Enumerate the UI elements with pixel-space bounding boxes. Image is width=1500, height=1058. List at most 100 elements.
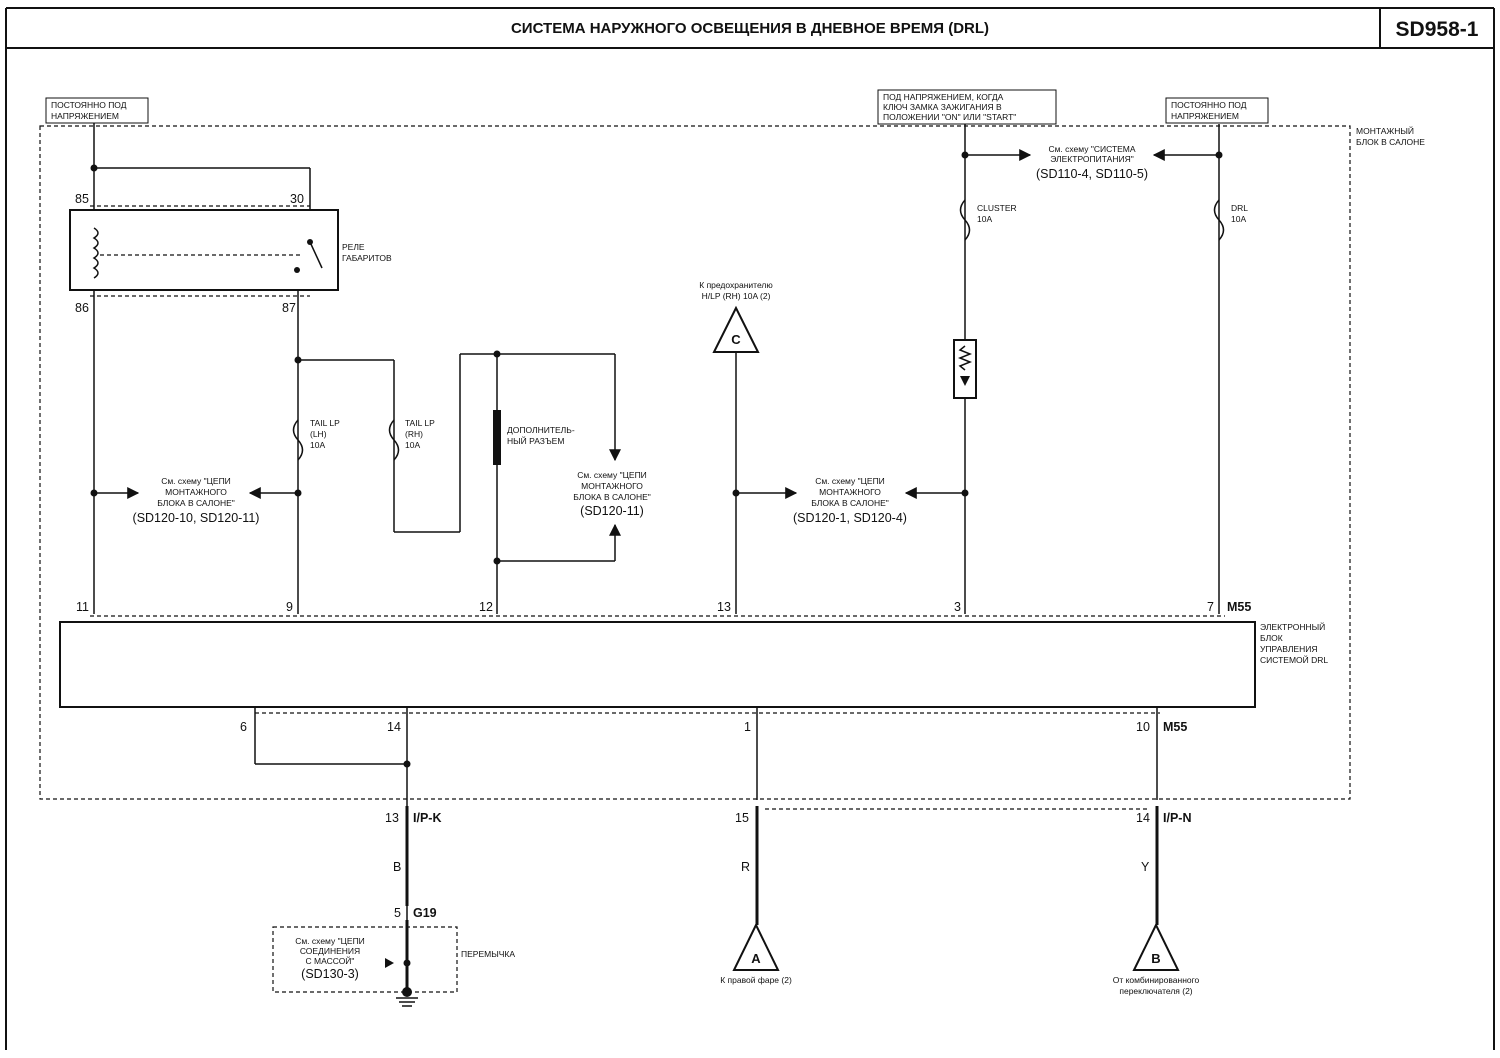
svg-text:R: R (741, 860, 750, 874)
svg-text:РЕЛЕ: РЕЛЕ (342, 242, 365, 252)
svg-text:H/LP (RH) 10A (2): H/LP (RH) 10A (2) (702, 291, 771, 301)
power-label-ignition: ПОД НАПРЯЖЕНИЕМ, КОГДА КЛЮЧ ЗАМКА ЗАЖИГА… (877, 89, 1057, 125)
svg-text:БЛОКА В САЛОНЕ": БЛОКА В САЛОНЕ" (157, 498, 235, 508)
power-label-right: ПОСТОЯННО ПОД НАПРЯЖЕНИЕМ (1165, 97, 1269, 124)
svg-text:I/P-N: I/P-N (1163, 811, 1191, 825)
ref-jb-left: См. схему "ЦЕПИ МОНТАЖНОГО БЛОКА В САЛОН… (133, 476, 260, 525)
svg-text:ГАБАРИТОВ: ГАБАРИТОВ (342, 253, 392, 263)
svg-text:CLUSTER: CLUSTER (977, 203, 1017, 213)
svg-text:БЛОК: БЛОК (1260, 633, 1283, 643)
svg-text:10A: 10A (977, 214, 992, 224)
svg-text:(SD110-4, SD110-5): (SD110-4, SD110-5) (1036, 167, 1148, 181)
svg-text:СОЕДИНЕНИЯ: СОЕДИНЕНИЯ (300, 946, 360, 956)
svg-text:M55: M55 (1163, 720, 1187, 734)
svg-text:(SD120-1, SD120-4): (SD120-1, SD120-4) (793, 511, 907, 525)
svg-text:TAIL LP: TAIL LP (405, 418, 435, 428)
junction-box-label: МОНТАЖНЫЙ БЛОК В САЛОНЕ (1356, 125, 1425, 147)
svg-text:87: 87 (282, 301, 296, 315)
svg-text:Y: Y (1141, 860, 1150, 874)
relay-gabarity: РЕЛЕ ГАБАРИТОВ 85 30 86 87 (69, 192, 392, 315)
svg-text:МОНТАЖНОГО: МОНТАЖНОГО (819, 487, 881, 497)
svg-text:С МАССОЙ": С МАССОЙ" (306, 955, 355, 966)
svg-text:(RH): (RH) (405, 429, 423, 439)
ground-reference-block: См. схему "ЦЕПИ СОЕДИНЕНИЯ С МАССОЙ" (SD… (272, 920, 515, 1007)
svg-text:См. схему "ЦЕПИ: См. схему "ЦЕПИ (161, 476, 231, 486)
ref-jb-mid: См. схему "ЦЕПИ МОНТАЖНОГО БЛОКА В САЛОН… (573, 470, 651, 518)
svg-text:(SD120-11): (SD120-11) (580, 504, 644, 518)
svg-text:7: 7 (1207, 600, 1214, 614)
off-page-connector-c: К предохранителю H/LP (RH) 10A (2) C (699, 280, 798, 614)
svg-text:УПРАВЛЕНИЯ: УПРАВЛЕНИЯ (1260, 644, 1318, 654)
svg-text:10A: 10A (1231, 214, 1246, 224)
svg-text:ПЕРЕМЫЧКА: ПЕРЕМЫЧКА (461, 949, 515, 959)
svg-text:11: 11 (76, 600, 89, 614)
svg-text:85: 85 (75, 192, 89, 206)
svg-text:B: B (393, 860, 401, 874)
wires-right (904, 124, 1223, 614)
svg-text:3: 3 (954, 600, 961, 614)
svg-text:13: 13 (717, 600, 731, 614)
svg-text:К предохранителю: К предохранителю (699, 280, 773, 290)
svg-text:10A: 10A (310, 440, 325, 450)
power-label-left: ПОСТОЯННО ПОД НАПРЯЖЕНИЕМ (45, 97, 149, 124)
svg-text:12: 12 (479, 600, 493, 614)
svg-text:К правой фаре (2): К правой фаре (2) (720, 975, 792, 985)
svg-text:86: 86 (75, 301, 89, 315)
svg-text:ЭЛЕКТРОПИТАНИЯ": ЭЛЕКТРОПИТАНИЯ" (1050, 154, 1134, 164)
svg-text:C: C (731, 332, 741, 347)
svg-text:ПОЛОЖЕНИИ "ON" ИЛИ "START": ПОЛОЖЕНИИ "ON" ИЛИ "START" (883, 112, 1016, 122)
svg-text:НЫЙ РАЗЪЕМ: НЫЙ РАЗЪЕМ (507, 435, 564, 446)
connector-ip-k: 13 I/P-K B (385, 811, 441, 874)
connector-ip-n: 14 I/P-N Y (1136, 811, 1191, 874)
svg-text:6: 6 (240, 720, 247, 734)
svg-text:См. схему "ЦЕПИ: См. схему "ЦЕПИ (815, 476, 885, 486)
connector-center: 15 R (735, 811, 750, 874)
svg-text:переключателя (2): переключателя (2) (1119, 986, 1192, 996)
svg-text:НАПРЯЖЕНИЕМ: НАПРЯЖЕНИЕМ (51, 111, 119, 121)
page-title: СИСТЕМА НАРУЖНОГО ОСВЕЩЕНИЯ В ДНЕВНОЕ ВР… (511, 20, 989, 37)
wires-bottom (254, 707, 1159, 925)
svg-text:БЛОК В САЛОНЕ: БЛОК В САЛОНЕ (1356, 137, 1425, 147)
fuse-tail-rh: TAIL LP (RH) 10A (388, 418, 435, 461)
svg-text:БЛОКА В САЛОНЕ": БЛОКА В САЛОНЕ" (811, 498, 889, 508)
fuse-drl: DRL 10A (1213, 199, 1248, 241)
svg-text:(SD120-10, SD120-11): (SD120-10, SD120-11) (133, 511, 260, 525)
svg-text:ЭЛЕКТРОННЫЙ: ЭЛЕКТРОННЫЙ (1260, 621, 1325, 632)
svg-text:1: 1 (744, 720, 751, 734)
svg-text:14: 14 (1136, 811, 1150, 825)
header: СИСТЕМА НАРУЖНОГО ОСВЕЩЕНИЯ В ДНЕВНОЕ ВР… (5, 7, 1495, 1050)
svg-text:DRL: DRL (1231, 203, 1248, 213)
svg-text:14: 14 (387, 720, 401, 734)
wires-left (90, 123, 621, 614)
svg-text:См. схему "СИСТЕМА: См. схему "СИСТЕМА (1048, 144, 1135, 154)
svg-text:ПОСТОЯННО ПОД: ПОСТОЯННО ПОД (1171, 100, 1247, 110)
svg-text:ПОСТОЯННО ПОД: ПОСТОЯННО ПОД (51, 100, 127, 110)
svg-text:МОНТАЖНОГО: МОНТАЖНОГО (165, 487, 227, 497)
svg-text:От комбинированного: От комбинированного (1113, 975, 1200, 985)
svg-text:ДОПОЛНИТЕЛЬ-: ДОПОЛНИТЕЛЬ- (507, 425, 575, 435)
connector-g19: 5 G19 (394, 906, 437, 920)
svg-text:13: 13 (385, 811, 399, 825)
svg-text:5: 5 (394, 906, 401, 920)
svg-text:См. схему "ЦЕПИ: См. схему "ЦЕПИ (295, 936, 365, 946)
svg-text:СИСТЕМОЙ DRL: СИСТЕМОЙ DRL (1260, 654, 1328, 665)
svg-text:15: 15 (735, 811, 749, 825)
svg-text:ПОД НАПРЯЖЕНИЕМ, КОГДА: ПОД НАПРЯЖЕНИЕМ, КОГДА (883, 92, 1004, 102)
svg-text:TAIL LP: TAIL LP (310, 418, 340, 428)
svg-text:МОНТАЖНОГО: МОНТАЖНОГО (581, 481, 643, 491)
svg-text:10: 10 (1136, 720, 1150, 734)
off-page-connector-a: A К правой фаре (2) (720, 922, 792, 985)
svg-text:КЛЮЧ ЗАМКА ЗАЖИГАНИЯ В: КЛЮЧ ЗАМКА ЗАЖИГАНИЯ В (883, 102, 1002, 112)
svg-text:См. схему "ЦЕПИ: См. схему "ЦЕПИ (577, 470, 647, 480)
svg-text:(SD130-3): (SD130-3) (301, 967, 359, 981)
off-page-connector-b: B От комбинированного переключателя (2) (1113, 922, 1200, 996)
svg-text:M55: M55 (1227, 600, 1251, 614)
junction-box-outline (39, 125, 1351, 800)
svg-text:НАПРЯЖЕНИЕМ: НАПРЯЖЕНИЕМ (1171, 111, 1239, 121)
fuse-tail-lh: TAIL LP (LH) 10A (292, 418, 340, 461)
svg-text:B: B (1151, 951, 1160, 966)
ref-power-system: См. схему "СИСТЕМА ЭЛЕКТРОПИТАНИЯ" (SD11… (1036, 144, 1148, 181)
svg-text:МОНТАЖНЫЙ: МОНТАЖНЫЙ (1356, 125, 1414, 136)
svg-text:(LH): (LH) (310, 429, 327, 439)
